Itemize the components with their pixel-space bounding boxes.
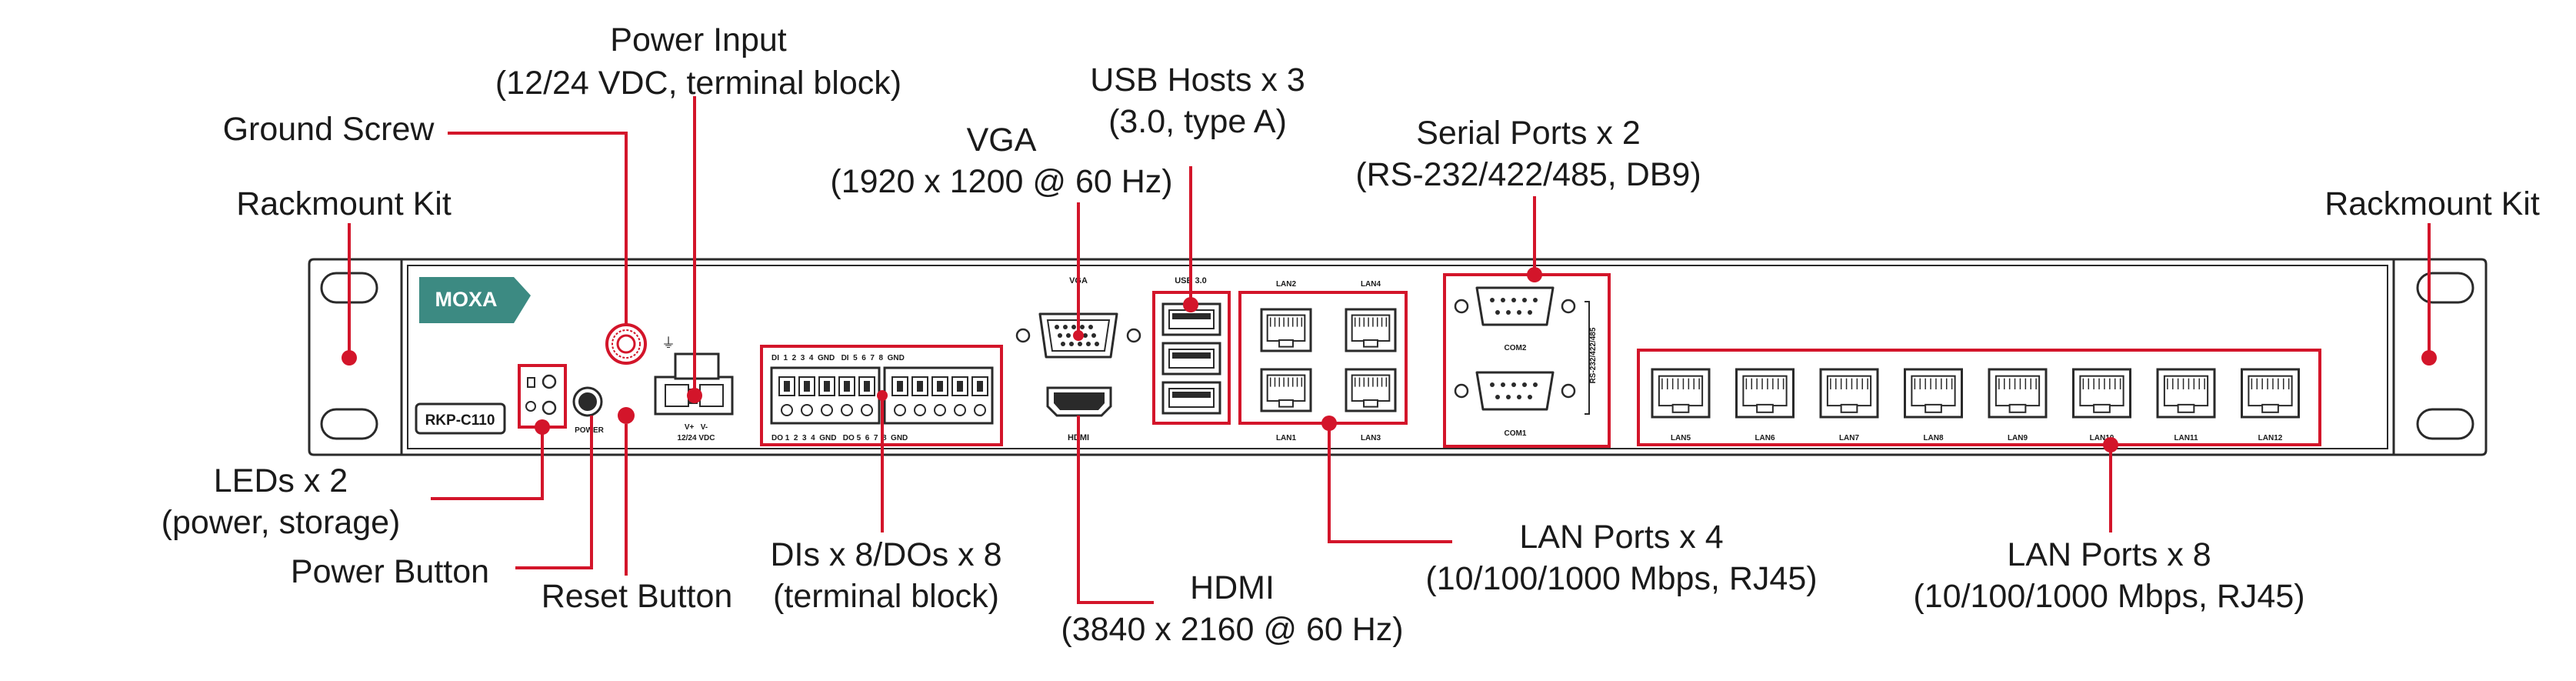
lan-port bbox=[1345, 308, 1397, 352]
callout-rackmount-left: Rackmount Kit bbox=[236, 185, 452, 222]
leds-leader bbox=[431, 427, 544, 500]
callout-reset-button: Reset Button bbox=[541, 578, 733, 615]
svg-text:12/24 VDC: 12/24 VDC bbox=[678, 434, 715, 442]
model-text: RKP-C110 bbox=[425, 412, 495, 429]
callout-vga: VGA (1920 x 1200 @ 60 Hz) bbox=[830, 122, 1173, 200]
lan-port bbox=[1819, 368, 1879, 419]
callout-dot bbox=[342, 350, 357, 366]
reset-button-dot bbox=[618, 407, 635, 424]
callout-dot bbox=[687, 388, 702, 403]
lan-port-label: LAN8 bbox=[1923, 434, 1944, 442]
lan-port-label: LAN3 bbox=[1361, 434, 1381, 442]
callout-ground-screw: Ground Screw bbox=[222, 111, 435, 148]
lan-port bbox=[1988, 368, 2048, 419]
power-led bbox=[542, 400, 557, 416]
ground-icon: ⏚ bbox=[661, 335, 675, 352]
lan-port-label: LAN4 bbox=[1361, 280, 1381, 289]
lan-port-label: LAN11 bbox=[2174, 434, 2198, 442]
callout-serial: Serial Ports x 2 (RS-232/422/485, DB9) bbox=[1355, 115, 1701, 193]
usb-ports-illustration: USB 3.0 bbox=[1152, 276, 1231, 425]
lan-port-label: LAN6 bbox=[1755, 434, 1775, 442]
ground-screw-illustration: ⏚ bbox=[605, 323, 675, 365]
callout-power-input: Power Input bbox=[610, 22, 787, 58]
lan-port bbox=[1260, 368, 1312, 412]
storage-icon bbox=[527, 377, 535, 388]
callout-dot bbox=[1527, 267, 1542, 282]
lan-port bbox=[1735, 368, 1795, 419]
power-button-illustration: POWER bbox=[572, 386, 605, 435]
callout-power-input-detail: (12/24 VDC, terminal block) bbox=[495, 65, 902, 102]
lan-port-label: LAN7 bbox=[1839, 434, 1860, 442]
callout-usb: USB Hosts x 3 (3.0, type A) bbox=[1090, 62, 1305, 140]
com-port-label: COM2 bbox=[1505, 344, 1527, 352]
hdmi-port-illustration: HDMI bbox=[1046, 386, 1112, 442]
lan-port bbox=[1651, 368, 1711, 419]
callout-leader-lines bbox=[342, 96, 2437, 604]
lan-port bbox=[2156, 368, 2216, 419]
lan-port bbox=[1260, 308, 1312, 352]
callout-dio: DIs x 8/DOs x 8 (terminal block) bbox=[770, 536, 1002, 615]
svg-text:DI 1 2 3 4 GND DI 5 6: DI 1 2 3 4 GND DI 5 6 7 8 GND bbox=[771, 354, 905, 362]
power-button-leader bbox=[515, 416, 593, 569]
rackmount-ear-right bbox=[2392, 258, 2488, 456]
storage-led bbox=[542, 374, 557, 389]
lan-port bbox=[2072, 368, 2131, 419]
lan-ports-5-12-illustration: LAN5 LAN6 LAN7 LAN8 LAN9 LAN10 LAN11 LAN12 bbox=[1637, 349, 2321, 446]
lan4-leader bbox=[1328, 423, 1452, 543]
svg-text:DO 1 2 3 4 GND DO 5 6: DO 1 2 3 4 GND DO 5 6 7 8 GND bbox=[771, 434, 908, 442]
svg-text:RS-232/422/485: RS-232/422/485 bbox=[1589, 327, 1598, 383]
callout-dot bbox=[2103, 437, 2118, 452]
lan-port bbox=[1345, 368, 1397, 412]
dio-terminal-illustration: DI 1 2 3 4 GND DI 5 6 7 8 GND DO 1 2 3 4… bbox=[760, 345, 1003, 446]
callout-leds: LEDs x 2 (power, storage) bbox=[161, 462, 401, 541]
model-label bbox=[415, 402, 506, 435]
lan-port-label: LAN9 bbox=[2008, 434, 2028, 442]
com-port-label: COM1 bbox=[1505, 429, 1527, 438]
lan-port-label: LAN10 bbox=[2090, 434, 2114, 442]
hdmi-leader bbox=[1077, 416, 1154, 604]
callout-dot bbox=[535, 419, 550, 435]
svg-text:V+ V-: V+ V- bbox=[685, 423, 708, 432]
lan-port bbox=[2241, 368, 2300, 419]
lan-port-label: LAN5 bbox=[1671, 434, 1691, 442]
brand-text: MOXA bbox=[435, 288, 498, 311]
callout-lan8: LAN Ports x 8 (10/100/1000 Mbps, RJ45) bbox=[1913, 536, 2305, 615]
lan-port-label: LAN1 bbox=[1276, 434, 1297, 442]
callout-dot bbox=[2421, 350, 2437, 366]
callout-power-button: Power Button bbox=[290, 553, 490, 590]
callout-dot bbox=[1321, 416, 1337, 431]
callout-hdmi: HDMI (3840 x 2160 @ 60 Hz) bbox=[1061, 569, 1404, 648]
power-symbol-icon bbox=[525, 401, 536, 412]
moxa-logo-badge: MOXA bbox=[419, 277, 531, 323]
ground-screw-leader bbox=[448, 132, 628, 325]
svg-text:POWER: POWER bbox=[575, 426, 605, 435]
callout-lan4: LAN Ports x 4 (10/100/1000 Mbps, RJ45) bbox=[1425, 519, 1818, 597]
lan-port-label: LAN12 bbox=[2258, 434, 2283, 442]
lan-port-label: LAN2 bbox=[1276, 280, 1297, 289]
lan-port bbox=[1904, 368, 1963, 419]
callout-dot bbox=[1183, 297, 1198, 312]
callout-rackmount-right: Rackmount Kit bbox=[2324, 185, 2540, 222]
